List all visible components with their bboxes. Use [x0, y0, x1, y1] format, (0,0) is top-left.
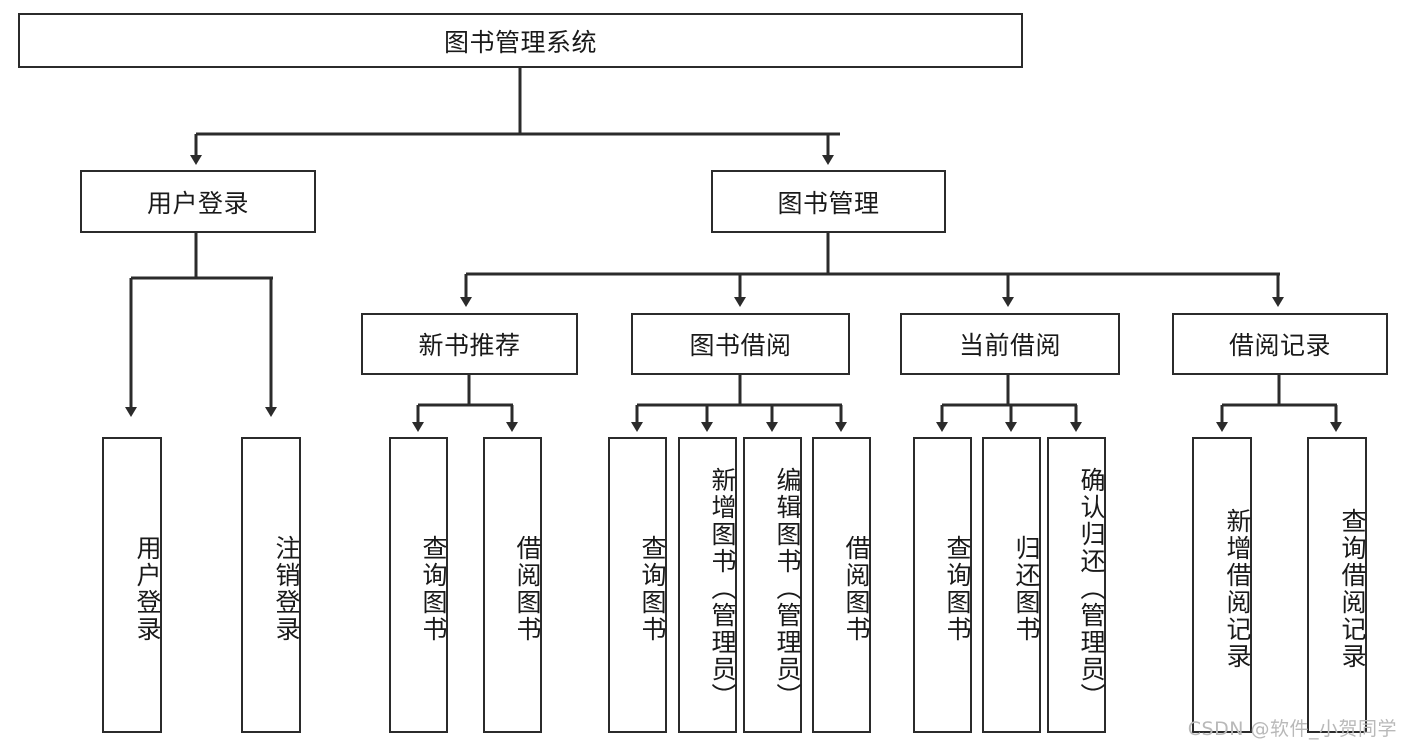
node-label: 用户登录	[146, 188, 249, 218]
node-label: 编辑图书（管理员）	[773, 466, 802, 710]
node-leaf-query-book-3[interactable]: 查询图书	[913, 437, 972, 733]
node-label: 图书管理	[777, 188, 880, 218]
node-book-management-system[interactable]: 图书管理系统	[18, 13, 1023, 68]
node-book-management[interactable]: 图书管理	[711, 170, 946, 233]
node-label: 当前借阅	[958, 331, 1061, 360]
node-label: 借阅记录	[1228, 331, 1331, 360]
node-label: 确认归还（管理员）	[1077, 466, 1106, 710]
node-book-borrow[interactable]: 图书借阅	[631, 313, 850, 375]
node-leaf-query-book-2[interactable]: 查询图书	[608, 437, 667, 733]
node-leaf-confirm-return[interactable]: 确认归还（管理员）	[1047, 437, 1106, 733]
node-leaf-borrow-book-2[interactable]: 借阅图书	[812, 437, 871, 733]
node-label: 查询图书	[943, 535, 972, 643]
node-label: 查询借阅记录	[1338, 508, 1367, 670]
node-leaf-add-book[interactable]: 新增图书（管理员）	[678, 437, 737, 733]
node-label: 新增图书（管理员）	[708, 466, 737, 710]
node-label: 查询图书	[419, 535, 448, 643]
node-label: 归还图书	[1012, 535, 1041, 643]
node-label: 新增借阅记录	[1223, 508, 1252, 670]
node-label: 借阅图书	[513, 535, 542, 643]
node-leaf-logout-login[interactable]: 注销登录	[241, 437, 301, 733]
node-label: 图书借阅	[689, 331, 792, 360]
node-leaf-user-login[interactable]: 用户登录	[102, 437, 162, 733]
node-label: 用户登录	[133, 535, 162, 643]
node-current-borrow[interactable]: 当前借阅	[900, 313, 1120, 375]
node-leaf-add-record[interactable]: 新增借阅记录	[1192, 437, 1252, 733]
node-label: 图书管理系统	[443, 27, 597, 57]
watermark: CSDN @软件_小贺同学	[1187, 718, 1397, 740]
node-leaf-return-book[interactable]: 归还图书	[982, 437, 1041, 733]
node-leaf-edit-book[interactable]: 编辑图书（管理员）	[743, 437, 802, 733]
node-borrow-record[interactable]: 借阅记录	[1172, 313, 1388, 375]
node-leaf-query-record[interactable]: 查询借阅记录	[1307, 437, 1367, 733]
node-label: 新书推荐	[418, 331, 521, 360]
node-new-book-recommend[interactable]: 新书推荐	[361, 313, 578, 375]
node-label: 借阅图书	[842, 535, 871, 643]
node-leaf-borrow-book-1[interactable]: 借阅图书	[483, 437, 542, 733]
node-label: 注销登录	[272, 535, 301, 643]
node-label: 查询图书	[638, 535, 667, 643]
node-leaf-query-book-1[interactable]: 查询图书	[389, 437, 448, 733]
node-user-login[interactable]: 用户登录	[80, 170, 316, 233]
